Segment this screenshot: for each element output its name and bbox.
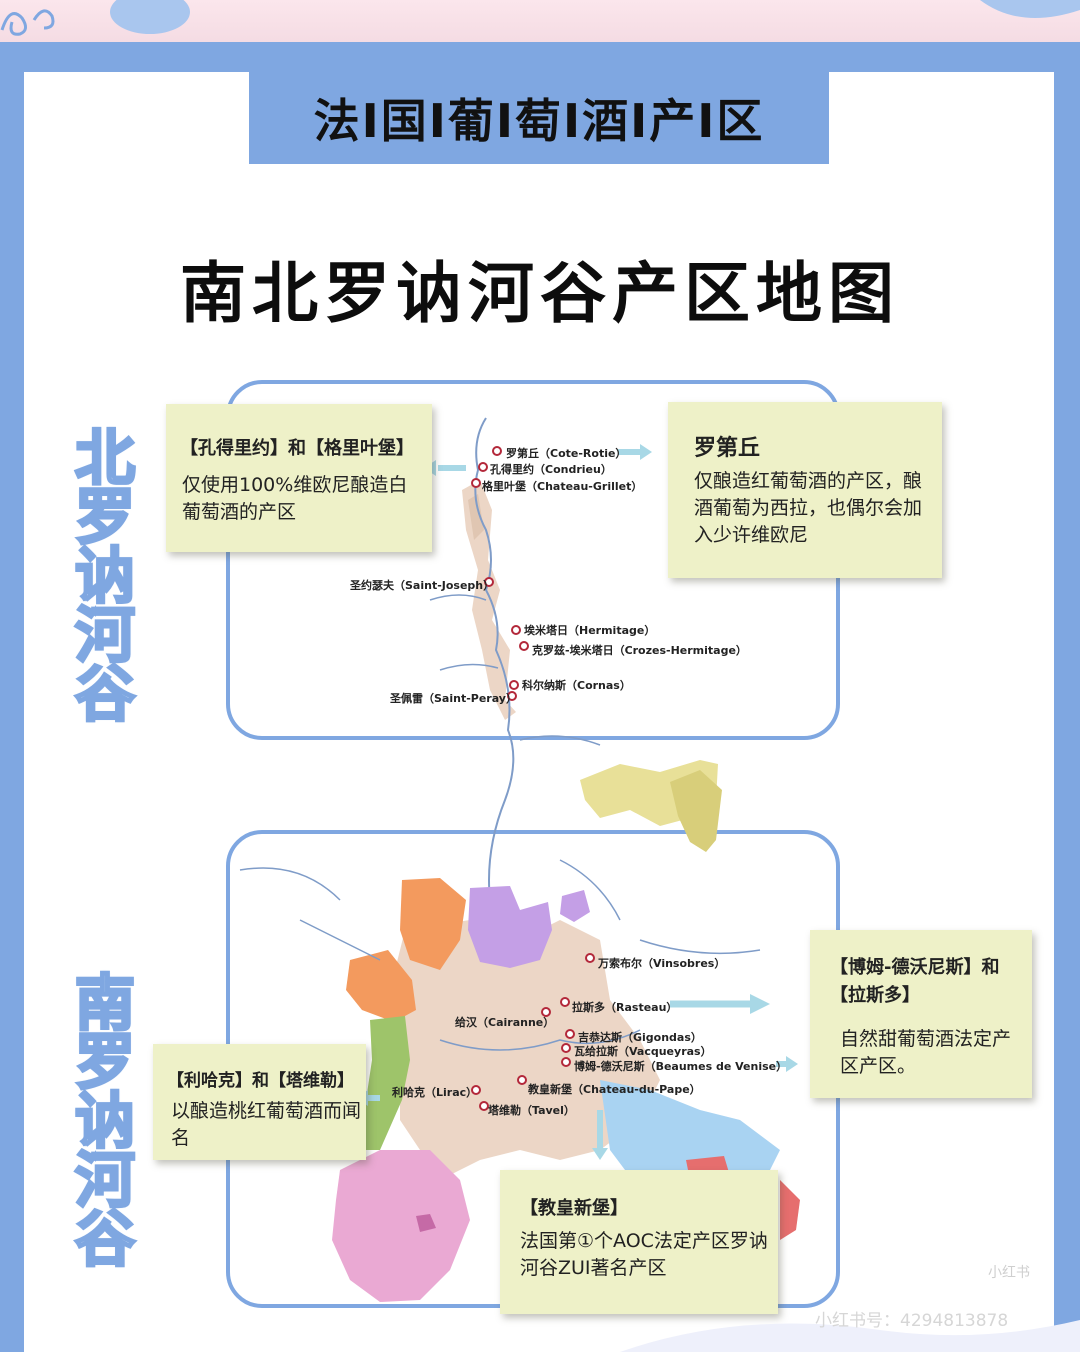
pin-hermitage	[511, 625, 521, 635]
label-rasteau: 拉斯多（Rasteau）	[572, 1001, 678, 1014]
note-body: 仅酿造红葡萄酒的产区，酿酒葡萄为西拉，也偶尔会加入少许维欧尼	[694, 470, 923, 546]
orange-region-north	[400, 878, 466, 970]
label-crozes-hermitage: 克罗兹-埃米塔日（Crozes-Hermitage）	[532, 644, 747, 657]
note-cote-rotie: 罗第丘 仅酿造红葡萄酒的产区，酿酒葡萄为西拉，也偶尔会加入少许维欧尼	[668, 402, 942, 578]
pin-markers-north	[471, 446, 529, 701]
label-beaumes-de-venise: 博姆-德沃尼斯（Beaumes de Venise）	[574, 1060, 788, 1073]
purple-region	[468, 886, 552, 968]
pin-cairanne	[541, 1007, 551, 1017]
orange-region-south	[346, 950, 416, 1022]
pin-cornas	[509, 680, 519, 690]
note-condrieu-grillet: 【孔得里约】和【格里叶堡】 仅使用100%维欧尼酿造白葡萄酒的产区	[166, 404, 432, 552]
pin-crozes-hermitage	[519, 641, 529, 651]
arrow-right-rasteau-head	[750, 994, 770, 1014]
north-vineyard-area	[462, 480, 516, 720]
red-region-edge	[780, 1180, 800, 1240]
note-body: 法国第①个AOC法定产区罗讷河谷ZUI著名产区	[520, 1230, 768, 1279]
pink-subregion	[416, 1214, 436, 1232]
north-rhone-label: 北罗讷河谷	[74, 424, 137, 730]
label-condrieu: 孔得里约（Condrieu）	[490, 463, 612, 476]
label-gigondas: 吉恭达斯（Gigondas）	[578, 1031, 702, 1044]
corner-wave-decoration	[980, 0, 1080, 18]
label-tavel: 塔维勒（Tavel）	[488, 1104, 575, 1117]
diois-subarea	[670, 770, 722, 852]
arrow-right-north-head	[640, 444, 652, 460]
pin-saint-joseph	[484, 577, 494, 587]
label-hermitage: 埃米塔日（Hermitage）	[524, 624, 656, 637]
page-title: 南北罗讷河谷产区地图	[180, 255, 900, 332]
tributaries-south	[239, 859, 761, 1051]
label-cornas: 科尔纳斯（Cornas）	[522, 679, 631, 692]
pin-vacqueyras	[561, 1043, 571, 1053]
label-cairanne: 给汉（Cairanne）	[455, 1016, 555, 1029]
note-chateauneuf-du-pape: 【教皇新堡】 法国第①个AOC法定产区罗讷河谷ZUI著名产区	[500, 1170, 778, 1314]
label-saint-peray: 圣佩雷（Saint-Peray）	[390, 692, 517, 705]
note-heading: 【博姆-德沃尼斯】和【拉斯多】	[830, 957, 1000, 1006]
pin-markers-south	[471, 953, 595, 1111]
label-vinsobres: 万索布尔（Vinsobres）	[598, 957, 726, 970]
pin-saint-peray	[507, 691, 517, 701]
watermark-id: 小红书号：4294813878	[815, 1311, 1009, 1331]
pink-region	[332, 1150, 470, 1302]
note-heading: 【孔得里约】和【格里叶堡】	[180, 438, 414, 459]
lirac-green-area	[362, 1016, 410, 1150]
tributaries-north	[429, 594, 601, 746]
pin-vinsobres	[585, 953, 595, 963]
title-banner: 法I国I葡I萄I酒I产I区	[249, 72, 829, 164]
purple-region-small	[560, 890, 590, 922]
pin-gigondas	[565, 1029, 575, 1039]
watermark-logo: 小红书	[988, 1265, 1030, 1281]
bottom-wave-decoration	[620, 1320, 1080, 1352]
note-heading: 【教皇新堡】	[520, 1198, 628, 1219]
pin-condrieu	[478, 462, 488, 472]
note-beaumes-rasteau: 【博姆-德沃尼斯】和【拉斯多】 自然甜葡萄酒法定产区产区。	[810, 930, 1032, 1098]
label-lirac: 利哈克（Lirac）	[392, 1086, 478, 1099]
note-heading: 罗第丘	[694, 436, 761, 461]
pin-rasteau	[560, 997, 570, 1007]
north-vineyard-subarea	[468, 494, 484, 540]
note-heading: 【利哈克】和【塔维勒】	[167, 1071, 354, 1091]
label-saint-joseph: 圣约瑟夫（Saint-Joseph）	[350, 579, 495, 592]
note-body: 自然甜葡萄酒法定产区产区。	[840, 1028, 1012, 1077]
note-body: 以酿造桃红葡萄酒而闻名	[171, 1100, 362, 1149]
note-lirac-tavel: 【利哈克】和【塔维勒】 以酿造桃红葡萄酒而闻名	[153, 1044, 366, 1160]
south-rhone-label: 南罗讷河谷	[74, 969, 137, 1275]
pin-chateau-du-pape	[517, 1075, 527, 1085]
label-vacqueyras: 瓦给拉斯（Vacqueyras）	[574, 1045, 712, 1058]
pin-chateau-grillet	[471, 478, 481, 488]
arrow-right-beaumes-head	[786, 1056, 798, 1072]
pin-cote-rotie	[492, 446, 502, 456]
pin-tavel	[479, 1101, 489, 1111]
pin-beaumes	[561, 1057, 571, 1067]
label-chateau-grillet: 格里叶堡（Chateau-Grillet）	[482, 480, 643, 493]
scribble-decoration	[0, 0, 190, 36]
pin-lirac	[471, 1085, 481, 1095]
arrow-down-pape-head	[592, 1148, 608, 1160]
label-cote-rotie: 罗第丘（Cote-Rotie）	[506, 447, 627, 460]
label-chateau-du-pape: 教皇新堡（Chateau-du-Pape）	[528, 1083, 701, 1096]
cotes-du-rhone-area	[380, 920, 660, 1175]
note-body: 仅使用100%维欧尼酿造白葡萄酒的产区	[182, 474, 408, 523]
banner-title: 法I国I葡I萄I酒I产I区	[313, 94, 765, 148]
